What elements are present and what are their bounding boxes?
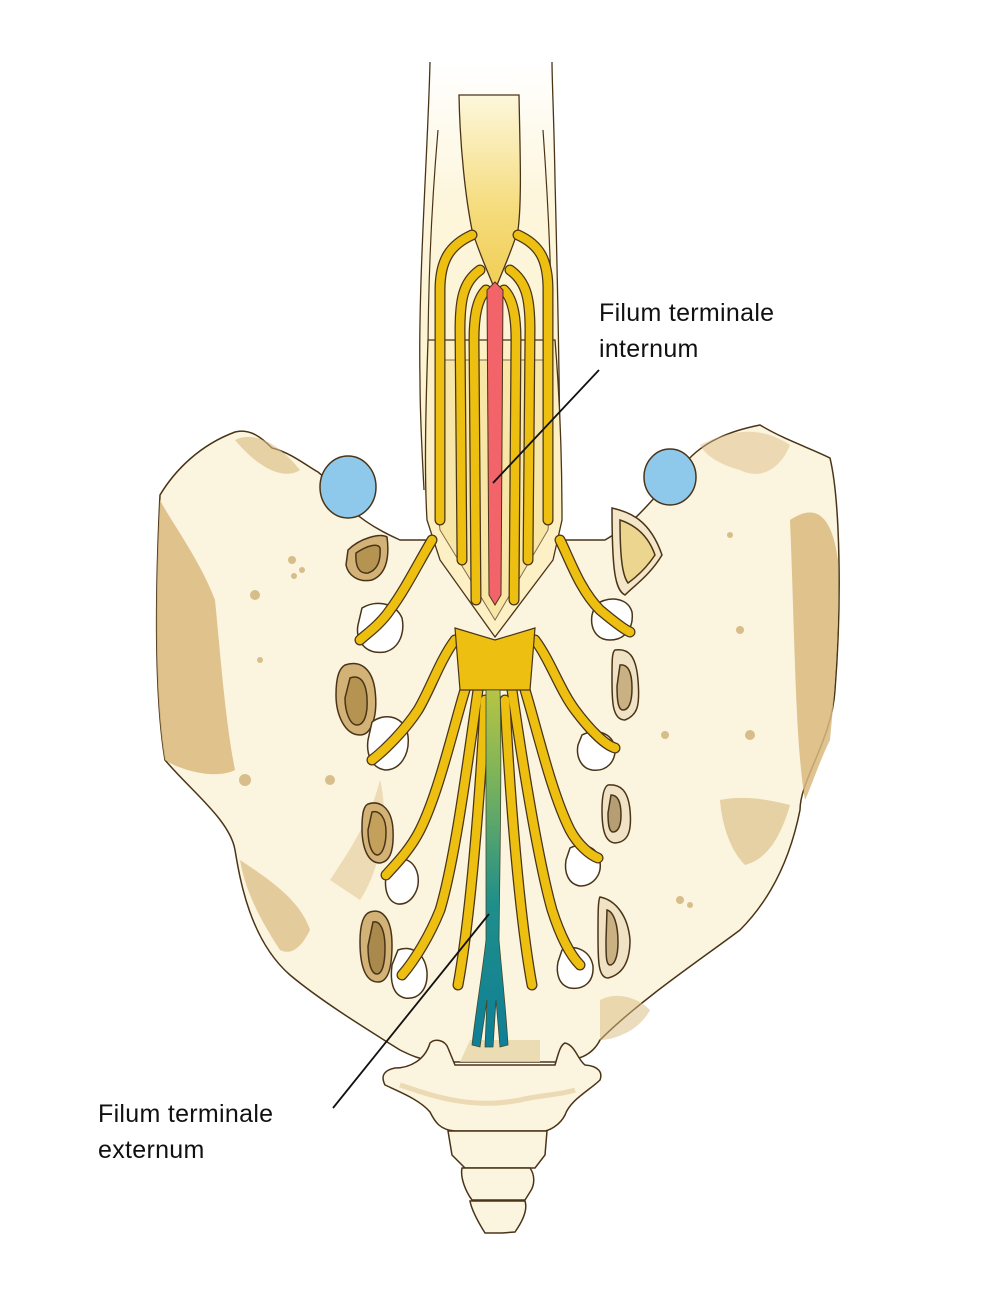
label-internum-line2: internum bbox=[599, 335, 699, 363]
leader-line-externum bbox=[332, 913, 490, 1109]
vessel-right bbox=[643, 448, 697, 506]
label-filum-terminale-internum: Filum terminale internum bbox=[599, 295, 774, 367]
label-filum-terminale-externum: Filum terminale externum bbox=[98, 1096, 273, 1168]
filum-terminale-externum bbox=[471, 689, 509, 1048]
vessel-left bbox=[319, 455, 377, 519]
filum-terminale-internum bbox=[486, 281, 504, 606]
leader-line-internum bbox=[492, 369, 600, 484]
label-internum-line1: Filum terminale bbox=[599, 299, 775, 327]
exiting-nerve-roots bbox=[354, 534, 636, 991]
label-externum-line1: Filum terminale bbox=[98, 1100, 274, 1128]
coccyx bbox=[382, 1039, 602, 1234]
cauda-equina bbox=[434, 229, 554, 606]
label-externum-line2: externum bbox=[98, 1136, 205, 1164]
